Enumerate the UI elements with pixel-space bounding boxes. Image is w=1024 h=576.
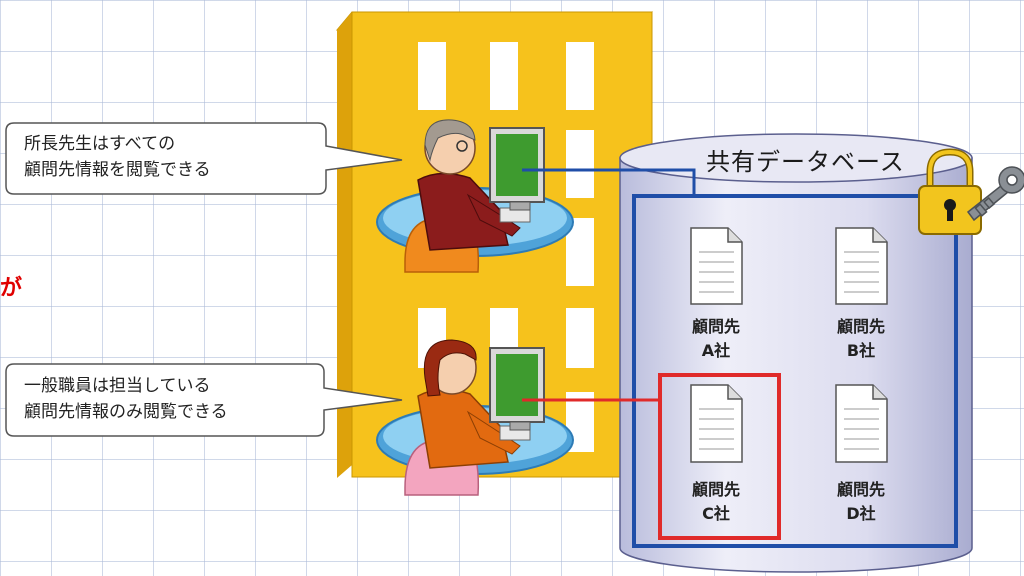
document-label-line1: 顧問先	[836, 480, 885, 499]
padlock-icon	[918, 148, 982, 235]
document-label-d: 顧問先 D社	[806, 478, 916, 526]
director-person-icon	[376, 119, 574, 273]
all-access-boundary	[632, 194, 958, 548]
director-bubble-line2: 顧問先情報を閲覧できる	[24, 160, 211, 180]
director-speech-bubble	[5, 122, 403, 195]
partial-side-text: が	[0, 276, 23, 301]
director-access-line	[522, 168, 696, 196]
staff-bubble-line2: 顧問先情報のみ閲覧できる	[24, 402, 228, 422]
document-icon	[690, 384, 743, 463]
document-label-line1: 顧問先	[836, 317, 885, 336]
document-icon	[690, 227, 743, 305]
database-title: 共有データベース	[706, 148, 905, 176]
document-label-b: 顧問先 B社	[806, 315, 916, 363]
document-label-a: 顧問先 A社	[661, 315, 771, 363]
document-label-line2: B社	[846, 341, 876, 360]
document-label-line1: 顧問先	[691, 480, 740, 499]
document-label-line2: A社	[701, 341, 731, 360]
document-label-line2: D社	[846, 504, 876, 523]
director-bubble-text: 所長先生はすべての 顧問先情報を閲覧できる	[24, 131, 211, 183]
staff-bubble-text: 一般職員は担当している 顧問先情報のみ閲覧できる	[24, 373, 228, 425]
staff-speech-bubble	[5, 363, 403, 437]
document-label-line1: 顧問先	[691, 317, 740, 336]
document-label-line2: C社	[702, 504, 730, 523]
staff-bubble-line1: 一般職員は担当している	[24, 376, 211, 396]
staff-person-icon	[376, 339, 574, 496]
key-icon	[966, 166, 1024, 222]
document-icon	[835, 384, 888, 463]
document-label-c: 顧問先 C社	[661, 478, 771, 526]
document-icon	[835, 227, 888, 305]
building-windows	[418, 42, 594, 452]
limited-access-highlight	[658, 373, 781, 540]
director-bubble-line1: 所長先生はすべての	[24, 134, 176, 154]
